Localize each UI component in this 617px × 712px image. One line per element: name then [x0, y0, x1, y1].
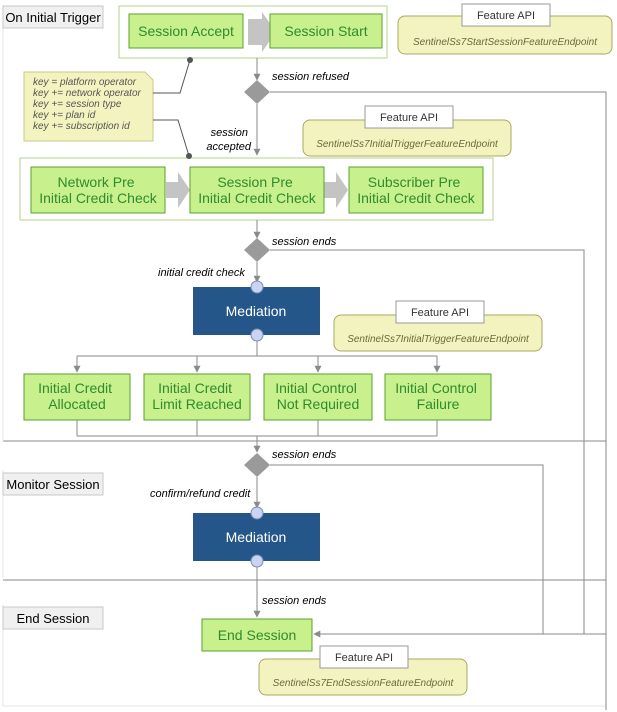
limit-reached-label-2: Limit Reached [152, 396, 242, 412]
initial-control-not-required-box: Initial Control Not Required [263, 373, 373, 421]
input-port-icon [250, 280, 264, 294]
session-accept-box: Session Accept [128, 13, 244, 49]
svg-text:Session Pre Initial Cred: Session Pre Initial Credit Check [198, 174, 316, 206]
phase-end-session: End Session [2, 606, 104, 630]
edge-label-session-accepted-1: session [211, 127, 248, 139]
chevron-arrow-icon [248, 12, 276, 52]
anchor-dot-icon [186, 153, 192, 159]
allocated-label-2: Allocated [48, 396, 106, 412]
feature-api-endpoint-initial-2: SentinelSs7InitialTriggerFeatureEndpoint [347, 334, 530, 345]
initial-credit-allocated-box: Initial Credit Allocated [23, 373, 131, 421]
decision-diamond-session-ends-monitor [244, 453, 270, 477]
chevron-arrow-icon [324, 172, 348, 208]
output-port-icon [250, 328, 264, 342]
phase-initial-trigger-title: On Initial Trigger [5, 10, 101, 25]
not-required-label-2: Not Required [277, 396, 360, 412]
svg-text:key = platform operator: key = platform operator key += network o… [33, 77, 144, 132]
edge-label-session-ends-3: session ends [262, 595, 327, 607]
decision-diamond-session-ends [244, 238, 270, 262]
feature-api-end-session: Feature API SentinelSs7EndSessionFeature… [258, 645, 468, 696]
svg-text:Subscriber Pre Initial C: Subscriber Pre Initial Credit Check [357, 174, 475, 206]
note-line: key += session type [33, 99, 122, 110]
phase-initial-trigger: On Initial Trigger [2, 5, 104, 29]
mediation-label-initial: Mediation [226, 303, 287, 319]
phase-end-session-title: End Session [17, 611, 90, 626]
note-line: key += network operator [33, 88, 142, 99]
feature-api-title: Feature API [411, 307, 469, 319]
end-session-box: End Session [201, 618, 313, 652]
phase-monitor-session: Monitor Session [2, 472, 104, 496]
session-pre-check-box: Session Pre Initial Credit Check [189, 166, 325, 214]
end-session-label: End Session [218, 627, 297, 643]
initial-credit-limit-reached-box: Initial Credit Limit Reached [143, 373, 251, 421]
feature-api-endpoint-start: SentinelSs7StartSessionFeatureEndpoint [413, 37, 598, 48]
svg-text:Network Pre Initial Cred: Network Pre Initial Credit Check [39, 174, 157, 206]
feature-api-initial-trigger-2: Feature API SentinelSs7InitialTriggerFea… [333, 300, 543, 352]
feature-api-title: Feature API [335, 652, 393, 664]
note-line: key = platform operator [33, 77, 137, 88]
decision-diamond-session-refused [244, 80, 270, 104]
svg-text:session accepted: session accepted [206, 127, 252, 153]
feature-api-start-session: Feature API SentinelSs7StartSessionFeatu… [397, 3, 613, 55]
network-pre-check-box: Network Pre Initial Credit Check [30, 166, 166, 214]
feature-api-endpoint-initial-1: SentinelSs7InitialTriggerFeatureEndpoint [316, 139, 499, 150]
limit-reached-label-1: Initial Credit [158, 380, 232, 396]
note-line: key += plan id [33, 110, 96, 121]
note-line: key += subscription id [33, 121, 130, 132]
mediation-label-monitor: Mediation [226, 529, 287, 545]
network-pre-label-1: Network Pre [58, 174, 135, 190]
session-start-label: Session Start [284, 23, 367, 39]
session-start-box: Session Start [269, 13, 383, 49]
feature-api-endpoint-end: SentinelSs7EndSessionFeatureEndpoint [273, 678, 455, 689]
svg-text:Initial Control Failure: Initial Control Failure [395, 380, 481, 412]
input-port-icon [250, 506, 264, 520]
svg-text:Initial Credit Allocated: Initial Credit Allocated [38, 380, 116, 412]
edge-label-initial-credit-check: initial credit check [158, 267, 245, 279]
mediation-box-initial: Mediation [193, 287, 320, 335]
phase-monitor-session-title: Monitor Session [6, 477, 99, 492]
edge-label-session-refused: session refused [272, 71, 350, 83]
key-note: key = platform operator key += network o… [23, 71, 154, 142]
edge-label-session-ends-2: session ends [272, 449, 337, 461]
anchor-dot-icon [187, 57, 193, 63]
edge-label-session-accepted-2: accepted [206, 141, 252, 153]
chevron-arrow-icon [166, 172, 190, 208]
failure-label-2: Failure [417, 396, 460, 412]
feature-api-title: Feature API [380, 112, 438, 124]
allocated-label-1: Initial Credit [38, 380, 112, 396]
session-pre-label-1: Session Pre [217, 174, 293, 190]
network-pre-label-2: Initial Credit Check [39, 190, 157, 206]
session-pre-label-2: Initial Credit Check [198, 190, 316, 206]
initial-control-failure-box: Initial Control Failure [384, 373, 492, 421]
subscriber-pre-check-box: Subscriber Pre Initial Credit Check [348, 166, 484, 214]
session-accept-label: Session Accept [138, 23, 234, 39]
edge-label-confirm-refund: confirm/refund credit [150, 488, 251, 500]
svg-text:Initial Control Not Requ: Initial Control Not Required [275, 380, 361, 412]
subscriber-pre-label-1: Subscriber Pre [368, 174, 461, 190]
subscriber-pre-label-2: Initial Credit Check [357, 190, 475, 206]
mediation-box-monitor: Mediation [193, 513, 320, 561]
not-required-label-1: Initial Control [275, 380, 357, 396]
output-port-icon [250, 554, 264, 568]
edge-label-session-ends-1: session ends [272, 236, 337, 248]
feature-api-title: Feature API [477, 10, 535, 22]
svg-text:Initial Credit Limit Rea: Initial Credit Limit Reached [152, 380, 242, 412]
failure-label-1: Initial Control [395, 380, 477, 396]
feature-api-initial-trigger-1: Feature API SentinelSs7InitialTriggerFea… [302, 105, 512, 157]
